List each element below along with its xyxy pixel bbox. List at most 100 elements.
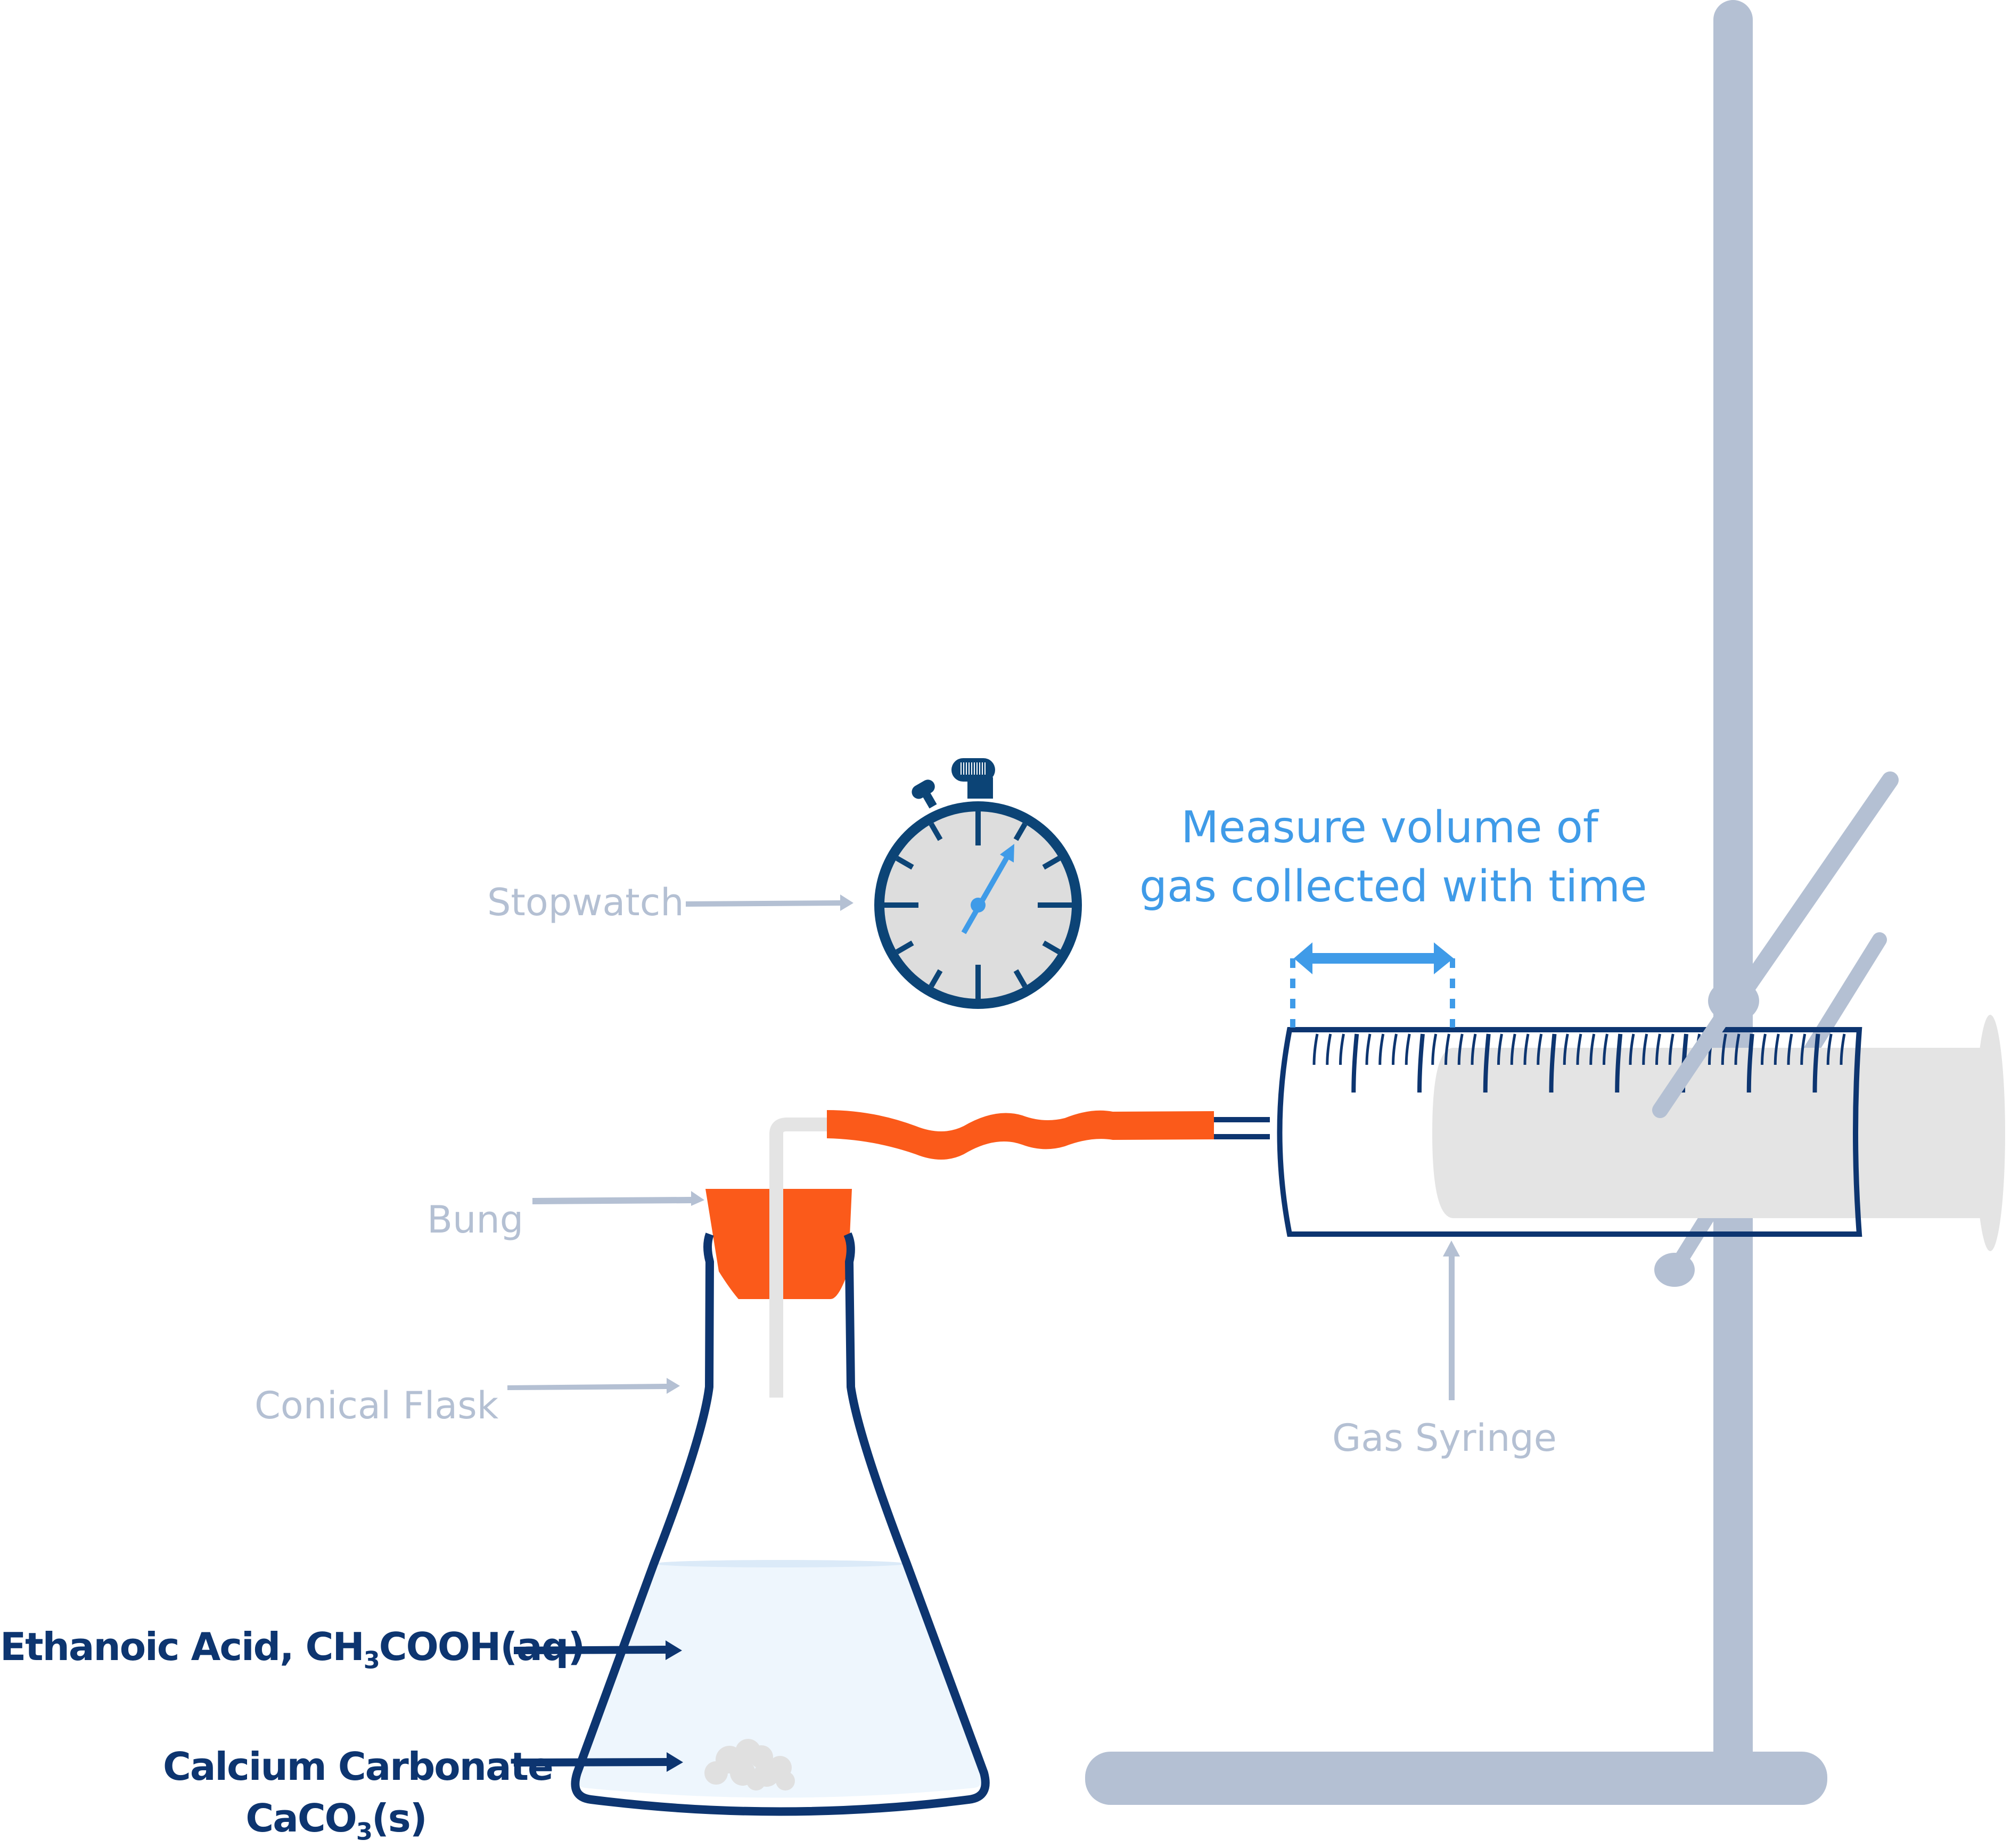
graduation-minor [1365,1033,1372,1065]
calcium-carbonate-lumps [704,1739,795,1790]
conical-flask-icon [571,1189,990,1816]
stopwatch-tick [1042,940,1061,955]
retort-stand-icon [1085,0,1899,1805]
stopwatch-hub [971,898,986,913]
graduation-major [1351,1033,1359,1093]
graduation-minor [1471,1033,1477,1065]
stopwatch-tick [929,969,943,988]
stand-base [1085,1752,1827,1805]
graduation-minor [1629,1033,1635,1065]
stopwatch-tick [896,856,914,870]
graduation-major [1615,1033,1623,1093]
clamp-arm-front [1652,993,1742,1118]
delivery-tube [769,1110,1214,1398]
annotation-line-2: gas collected with time [1139,861,1647,912]
graduation-minor [1734,1033,1741,1065]
graduation-minor [1642,1033,1648,1065]
liquid-surface [653,1560,907,1567]
syringe-graduations [1312,1033,1846,1093]
graduation-minor [1312,1033,1319,1065]
graduation-minor [1523,1033,1530,1065]
graduation-minor [1497,1033,1503,1065]
graduation-minor [1563,1033,1569,1065]
graduation-minor [1761,1033,1767,1065]
graduation-minor [1339,1033,1345,1065]
stopwatch-tick [896,940,914,955]
arrow-right-icon [507,894,1460,1772]
liquid-acid [576,1564,983,1798]
carbonate-pointer-arrow [514,1752,683,1772]
graduation-minor [1655,1033,1661,1065]
label-ethanoic-acid: Ethanoic Acid, CH3COOH(aq) [0,1628,585,1674]
stopwatch-ticks [884,811,1072,999]
label-conical-flask: Conical Flask [255,1384,499,1427]
graduation-minor [1721,1033,1727,1065]
stopwatch-crown-button [951,758,995,782]
flask-pointer-arrow [507,1378,680,1394]
stopwatch-side-button [912,779,935,799]
syringe-plunger-cap [1975,1015,2005,1251]
syringe-plunger [1432,1048,1989,1218]
stopwatch-tick [1013,823,1028,841]
carbonate-formula-prefix: CaCO [245,1796,357,1841]
gas-syringe-icon [1214,993,2005,1251]
acid-formula-subscript: 3 [363,1646,380,1674]
stopwatch-tick [1013,969,1028,988]
stopwatch-pointer-arrow [686,894,853,911]
acid-formula-suffix: COOH(aq) [379,1624,585,1669]
syringe-pointer-arrow [1443,1241,1460,1400]
graduation-major [1812,1033,1820,1093]
label-stopwatch: Stopwatch [487,881,684,924]
stopwatch-tick [1042,856,1061,870]
carbonate-formula-suffix: (s) [371,1796,428,1841]
graduation-minor [1537,1033,1543,1065]
graduation-major [1746,1033,1754,1093]
syringe-nozzle-top [1214,1117,1270,1122]
stopwatch-hand [961,855,1010,934]
label-bung: Bung [427,1198,524,1242]
stand-rod [1713,0,1753,1773]
graduation-minor [1668,1033,1675,1065]
bung-pointer-arrow [532,1191,704,1206]
graduation-minor [1800,1033,1807,1065]
graduation-minor [1444,1033,1450,1065]
graduation-minor [1589,1033,1596,1065]
glass-tube [769,1118,831,1398]
stopwatch-tick [929,823,943,841]
graduation-minor [1378,1033,1385,1065]
graduation-minor [1392,1033,1398,1065]
label-calcium-carbonate: Calcium Carbonate CaCO3(s) [163,1741,554,1848]
graduation-minor [1840,1033,1846,1065]
clamp-knob-lower [1654,1253,1695,1287]
graduation-minor [1326,1033,1332,1065]
graduation-minor [1576,1033,1582,1065]
graduation-minor [1431,1033,1438,1065]
graduation-minor [1405,1033,1411,1065]
annotation-line-1: Measure volume of [1181,802,1598,853]
acid-formula-prefix: Ethanoic Acid, CH [0,1624,365,1669]
crown-grip-lines [961,762,986,775]
graduation-minor [1774,1033,1780,1065]
acid-pointer-arrow [514,1640,682,1660]
graduation-minor [1787,1033,1793,1065]
graduation-major [1483,1033,1491,1093]
carbonate-formula: CaCO3(s) [163,1793,509,1848]
syringe-nozzle-bottom [1214,1134,1270,1139]
stopwatch-icon [874,758,1082,1009]
graduation-minor [1457,1033,1464,1065]
graduation-minor [1603,1033,1608,1065]
double-arrow-icon [1294,942,1454,974]
flask-outline [571,1232,990,1816]
graduation-major [1549,1033,1557,1093]
measurement-annotation: Measure volume of gas collected with tim… [1139,799,1647,916]
graduation-major [1417,1033,1425,1093]
stopwatch-hand-tip [1000,844,1014,863]
label-gas-syringe: Gas Syringe [1332,1416,1557,1460]
measurement-indicator [1290,942,1455,1028]
carbonate-formula-subscript: 3 [356,1818,373,1846]
graduation-minor [1510,1033,1516,1065]
rubber-tubing [827,1110,1214,1160]
carbonate-name: Calcium Carbonate [163,1744,554,1789]
graduation-minor [1826,1033,1833,1065]
